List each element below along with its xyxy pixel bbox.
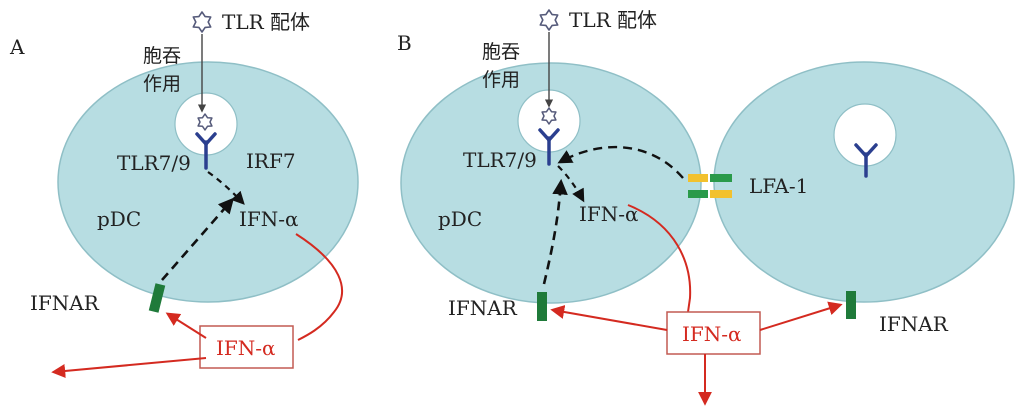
ifn-alpha-box-label-a: IFN-α <box>216 336 276 360</box>
panel-a: A TLR 配体 胞吞 作用 TLR7/9 IRF7 pDC IFN-α IFN… <box>9 10 359 378</box>
lfa1-label: LFA-1 <box>749 174 808 198</box>
pdc-label-a: pDC <box>97 207 141 231</box>
ifn-secretion-curve-a <box>295 233 343 341</box>
ligand-label-b: TLR 配体 <box>569 8 657 32</box>
tlr-receptor-icon-a <box>195 132 217 170</box>
ifnar-receptor-a <box>148 283 166 313</box>
ifnar-receptor-b-right <box>846 291 856 319</box>
ifnar-label-a: IFNAR <box>30 291 100 315</box>
red-arrow-outward-a <box>51 357 207 378</box>
pdc-cell-a <box>57 61 359 303</box>
ifnar-label-b-right: IFNAR <box>879 312 949 336</box>
panel-a-letter: A <box>9 35 25 59</box>
ifn-alpha-box-a <box>199 325 294 369</box>
panel-b-letter: B <box>397 31 412 55</box>
ifnar-label-b-left: IFNAR <box>448 296 518 320</box>
ligand-star-icon-b-top <box>539 9 559 31</box>
pdc-label-b: pDC <box>438 207 482 231</box>
red-arrow-to-ifnar-a <box>165 312 207 339</box>
signal-arrow-tlr-to-ifn-a <box>207 171 245 205</box>
signal-arrow-tlr-to-ifn-b <box>557 165 585 203</box>
endocytosis-label-b-2: 作用 <box>482 69 520 91</box>
ifn-secretion-curve-b <box>627 204 692 313</box>
receptor-icon-target-cell <box>854 143 878 178</box>
lfa1-complex <box>688 174 732 198</box>
ligand-label-a: TLR 配体 <box>222 10 310 34</box>
ifn-alpha-box-label-b: IFN-α <box>682 322 742 346</box>
tlr-label-b: TLR7/9 <box>463 148 537 172</box>
signal-arrow-lfa-to-tlr-b <box>557 145 684 179</box>
irf7-label-a: IRF7 <box>246 149 296 173</box>
red-arrow-to-ifnar-b-left <box>550 305 668 331</box>
ligand-star-icon-a-inner <box>197 113 213 131</box>
signal-arrow-ifnar-to-ifn-a <box>161 197 235 281</box>
endocytosis-label-a-1: 胞吞 <box>143 45 181 67</box>
ligand-star-icon-b-inner <box>541 107 557 125</box>
tlr-receptor-icon-b <box>538 128 560 166</box>
tlr-label-a: TLR7/9 <box>117 151 191 175</box>
ifn-alpha-inner-a: IFN-α <box>239 207 299 231</box>
signal-arrow-ifnar-to-tlr-b <box>542 178 568 285</box>
ifn-alpha-box-b <box>666 311 761 355</box>
ifnar-receptor-b-left <box>537 292 547 321</box>
endocytosis-label-b-1: 胞吞 <box>482 41 520 63</box>
pdc-cell-b <box>400 62 702 304</box>
endocytosis-label-a-2: 作用 <box>143 73 181 95</box>
red-arrow-to-ifnar-b-right <box>759 301 843 331</box>
ligand-star-icon-a-top <box>192 11 212 33</box>
panel-b: B TLR 配体 胞吞 作用 TLR7/9 <box>397 8 1015 406</box>
